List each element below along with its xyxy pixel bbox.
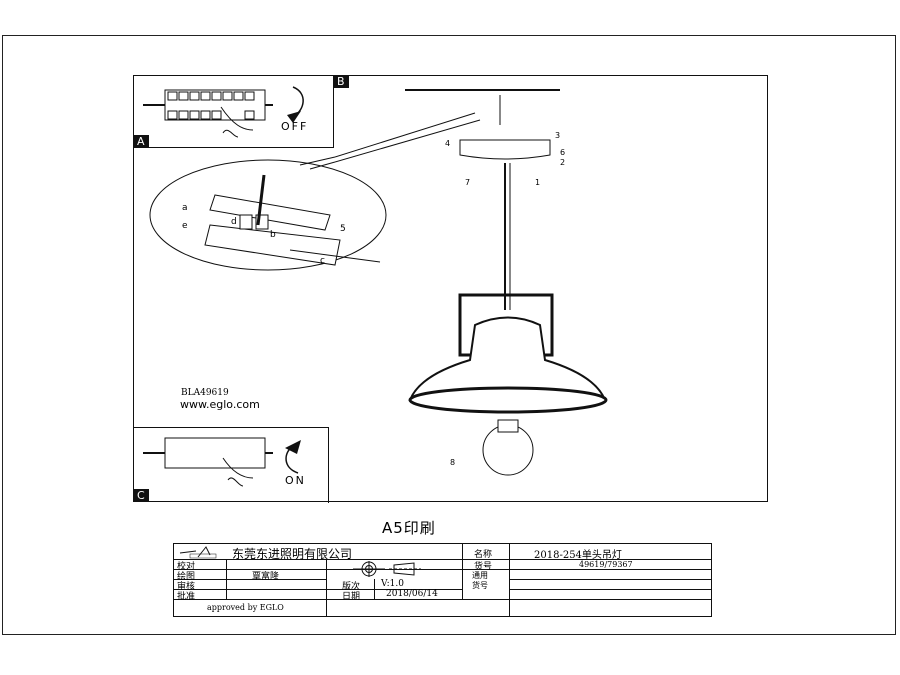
svg-text:e: e <box>182 221 188 231</box>
drawn-label: 绘图 <box>177 572 196 582</box>
svg-text:d: d <box>231 217 237 227</box>
detail-leader-lines <box>335 112 481 163</box>
projection-symbol <box>353 561 421 577</box>
svg-text:6: 6 <box>560 148 565 157</box>
name-label: 名称 <box>474 550 493 560</box>
svg-text:2: 2 <box>560 158 565 167</box>
company-name: 东莞东进照明有限公司 <box>232 547 353 561</box>
panel-a-tag: A <box>133 135 149 148</box>
drawn-value: 覃富隆 <box>252 572 280 582</box>
svg-text:4: 4 <box>445 139 450 148</box>
svg-text:5: 5 <box>340 224 346 234</box>
drawing-frame <box>133 75 768 502</box>
svg-text:1: 1 <box>535 178 540 187</box>
panel-b-tag: B <box>333 75 349 88</box>
model-value: 49619/79367 <box>579 560 633 569</box>
approve-label: 批准 <box>177 592 196 602</box>
off-label: OFF <box>281 120 309 133</box>
title-block: 东莞东进照明有限公司 名称 2018-254单头吊灯 校对 绘图 覃富隆 审核 … <box>173 543 712 617</box>
date-value: 2018/06/14 <box>386 589 438 599</box>
terminal-detail-magnified: ae d b c 5 <box>149 156 387 271</box>
model-code: BLA49619 <box>181 388 229 398</box>
svg-text:b: b <box>270 230 276 240</box>
generic-model-label: 通用货号 <box>472 571 488 590</box>
svg-text:3: 3 <box>555 131 560 140</box>
model-label: 货号 <box>474 562 493 572</box>
panel-c-on: ON <box>133 427 329 503</box>
company-logo <box>179 546 217 559</box>
name-value: 2018-254单头吊灯 <box>534 550 622 561</box>
on-label: ON <box>285 474 306 487</box>
panel-c-tag: C <box>133 489 149 502</box>
panel-b-off: OFF <box>133 75 334 148</box>
review-label: 审核 <box>177 582 196 592</box>
page-border <box>2 35 896 635</box>
approved-by: approved by EGLO <box>207 603 284 612</box>
svg-text:7: 7 <box>465 178 470 187</box>
date-label: 日期 <box>342 592 361 602</box>
svg-text:c: c <box>320 256 325 266</box>
version-value: V:1.0 <box>381 579 404 589</box>
breaker-on-illustration <box>143 437 301 487</box>
website: www.eglo.com <box>180 398 260 411</box>
checked-label: 校对 <box>177 562 196 572</box>
version-label: 版次 <box>342 582 361 592</box>
svg-text:8: 8 <box>450 458 455 467</box>
svg-text:a: a <box>182 203 188 213</box>
breaker-off-illustration <box>143 86 304 138</box>
print-title: A5印刷 <box>382 519 436 537</box>
pendant-lamp-illustration: 4 3 62 7 1 8 <box>405 89 608 476</box>
